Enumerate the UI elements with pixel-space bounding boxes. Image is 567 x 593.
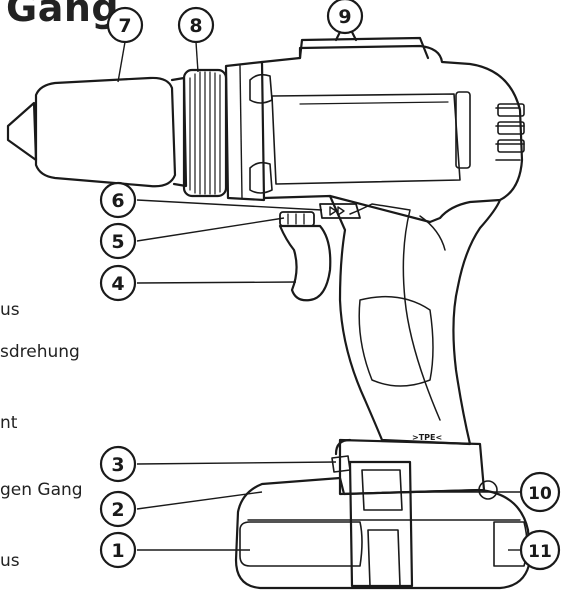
callout-9: 9 <box>326 0 364 35</box>
svg-text:11: 11 <box>528 542 552 562</box>
callout-3: 3 <box>99 445 137 483</box>
callout-8: 8 <box>177 6 215 44</box>
svg-text:2: 2 <box>111 499 124 521</box>
side-text-4: gen Gang <box>0 480 83 500</box>
vent-slots <box>455 91 525 169</box>
direction-switch <box>298 36 430 60</box>
svg-text:6: 6 <box>111 190 124 212</box>
reverse-switch <box>279 211 315 227</box>
callouts: 1 2 3 4 5 6 7 8 9 10 11 <box>99 0 561 571</box>
svg-text:1: 1 <box>111 540 124 562</box>
battery-grip <box>239 521 363 567</box>
battery-release <box>348 460 414 588</box>
battery-pack <box>234 476 532 590</box>
svg-text:5: 5 <box>111 231 124 253</box>
callout-10: 10 <box>519 471 561 513</box>
chuck-body <box>34 76 177 188</box>
callout-2: 2 <box>99 490 137 528</box>
side-text-2: sdrehung <box>0 342 80 362</box>
motor-housing <box>260 44 524 224</box>
handle <box>328 194 502 446</box>
front-housing <box>224 60 266 202</box>
callout-5: 5 <box>99 222 137 260</box>
side-text-3: nt <box>0 413 18 433</box>
trigger <box>278 224 332 302</box>
chuck-tip <box>6 101 38 162</box>
callout-7: 7 <box>106 6 144 44</box>
speed-indicator <box>319 203 361 219</box>
svg-text:10: 10 <box>528 484 552 504</box>
svg-text:8: 8 <box>189 15 202 37</box>
side-text-5: us <box>0 551 20 571</box>
side-text-1: us <box>0 300 20 320</box>
callout-11: 11 <box>519 529 561 571</box>
svg-text:7: 7 <box>118 15 131 37</box>
svg-text:4: 4 <box>111 273 124 295</box>
callout-1: 1 <box>99 531 137 569</box>
page-title-fragment: Gang <box>6 0 120 30</box>
callout-6: 6 <box>99 181 137 219</box>
svg-text:9: 9 <box>338 6 351 28</box>
tpe-mark: >TPE< <box>412 433 442 442</box>
callout-4: 4 <box>99 264 137 302</box>
svg-text:3: 3 <box>111 454 124 476</box>
torque-ring-ridges <box>189 71 221 195</box>
battery-top <box>338 438 486 496</box>
